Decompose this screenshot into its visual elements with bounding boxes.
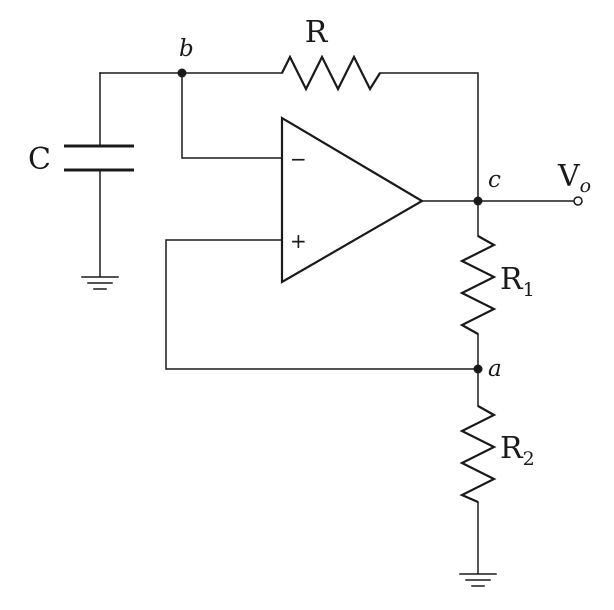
junction-dot-c	[473, 196, 483, 206]
junction-dot-a	[473, 364, 483, 374]
opamp-inverting-sign: −	[290, 147, 307, 171]
wire-noninverting-feedback	[165, 239, 479, 370]
opamp-noninverting-sign: +	[290, 229, 307, 253]
node-c-label: c	[488, 167, 501, 193]
output-label: Vo	[557, 159, 591, 197]
resistor-r1-symbol	[459, 235, 497, 335]
wire-top-right	[379, 72, 479, 202]
capacitor-symbol	[64, 144, 134, 172]
feedback-resistor-symbol	[281, 54, 381, 92]
resistor-r2-label: R2	[500, 431, 535, 470]
node-b-label: b	[179, 36, 194, 62]
resistor-r2-symbol	[459, 405, 497, 504]
node-a-label: a	[488, 356, 502, 382]
resistor-r1-label: R1	[500, 262, 535, 301]
feedback-resistor-label: R	[305, 15, 329, 50]
ground-icon	[459, 573, 497, 587]
ground-icon	[81, 276, 119, 290]
opamp-symbol	[280, 116, 425, 284]
capacitor-label: C	[28, 142, 51, 177]
junction-dot-b	[177, 68, 187, 78]
wires	[99, 72, 575, 574]
output-terminal[interactable]	[573, 196, 583, 206]
wire-inverting-input	[181, 72, 283, 159]
